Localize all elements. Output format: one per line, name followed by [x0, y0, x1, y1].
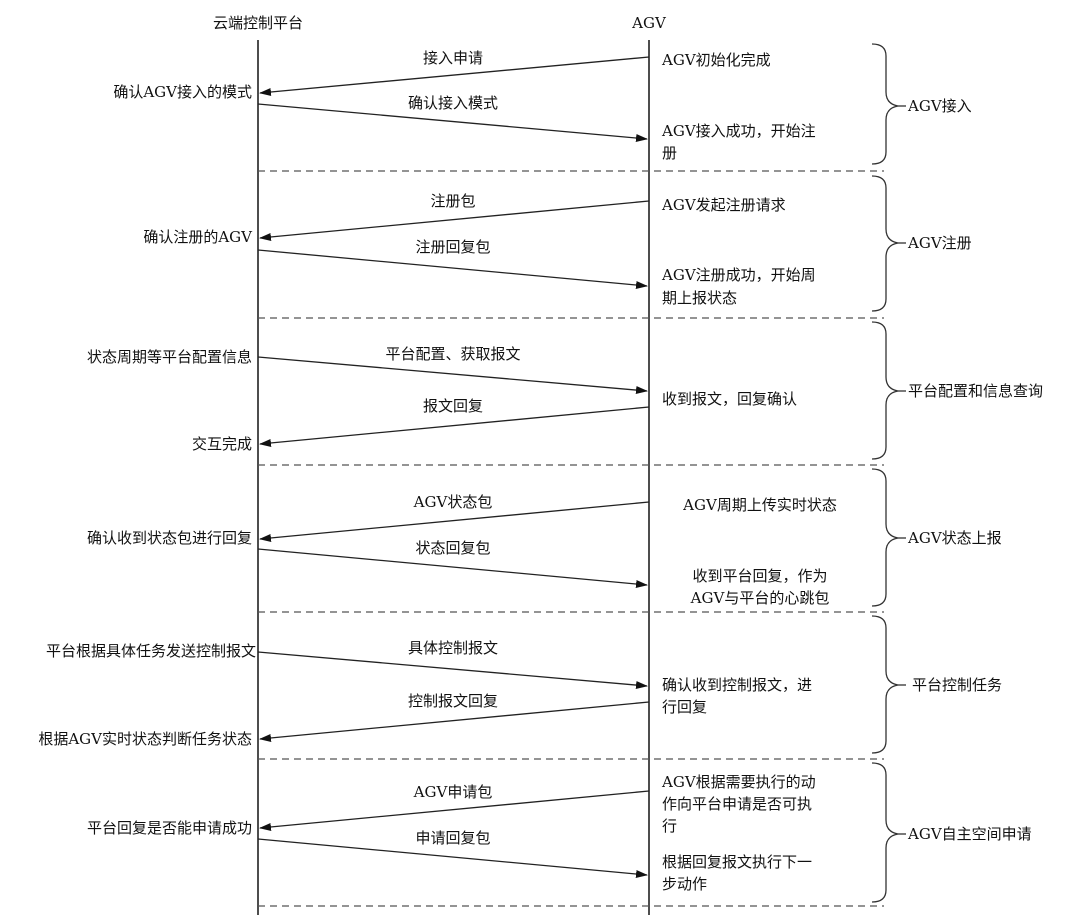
phase-label: 平台配置和信息查询 [908, 382, 1043, 400]
agv-note: AGV根据需要执行的动 [661, 773, 816, 791]
agv-note: AGV初始化完成 [661, 51, 771, 69]
phase-agv-register: 注册包 注册回复包 确认注册的AGV AGV发起注册请求 AGV注册成功，开始周… [143, 175, 972, 312]
message-label: 报文回复 [423, 397, 483, 415]
platform-note: 根据AGV实时状态判断任务状态 [38, 730, 252, 748]
phase-brace [871, 762, 899, 903]
phase-agv-space-request: AGV申请包 申请回复包 平台回复是否能申请成功 AGV根据需要执行的动 作向平… [87, 762, 1032, 903]
phase-brace [871, 43, 899, 165]
agv-note: 步动作 [662, 875, 707, 893]
message-label: 注册包 [430, 192, 475, 210]
message-arrow [259, 790, 650, 831]
message-arrow [257, 103, 648, 142]
message-label: 注册回复包 [415, 238, 490, 256]
phase-label: AGV自主空间申请 [907, 825, 1032, 843]
phase-brace [871, 175, 899, 312]
platform-note: 确认AGV接入的模式 [113, 83, 252, 101]
agv-note: 册 [662, 144, 677, 162]
platform-note: 平台回复是否能申请成功 [87, 819, 252, 837]
message-arrow [257, 651, 648, 690]
message-arrow [259, 406, 650, 447]
message-label: 平台配置、获取报文 [385, 345, 520, 363]
agv-note: 行回复 [662, 698, 707, 716]
phase-label: AGV接入 [907, 97, 972, 115]
message-arrow [259, 501, 650, 542]
message-arrow [259, 56, 650, 96]
phase-brace [871, 321, 899, 460]
message-label: 申请回复包 [415, 829, 490, 847]
participant-platform-label: 云端控制平台 [213, 14, 303, 32]
phase-label: AGV注册 [907, 234, 972, 252]
platform-note: 平台根据具体任务发送控制报文 [46, 642, 256, 660]
message-label: 接入申请 [423, 49, 483, 67]
agv-note: 收到平台回复，作为 [692, 567, 827, 585]
platform-note: 状态周期等平台配置信息 [87, 348, 252, 366]
platform-note: 确认注册的AGV [143, 228, 253, 246]
phase-platform-config: 平台配置、获取报文 报文回复 状态周期等平台配置信息 交互完成 收到报文，回复确… [87, 321, 1043, 460]
phase-brace [871, 615, 899, 754]
message-arrow [259, 200, 650, 241]
participant-agv-label: AGV [631, 14, 667, 32]
platform-note: 确认收到状态包进行回复 [87, 529, 252, 547]
agv-note: AGV与平台的心跳包 [690, 589, 830, 607]
agv-note: AGV周期上传实时状态 [682, 496, 837, 514]
agv-note: 行 [662, 817, 677, 835]
message-arrow [257, 249, 648, 289]
agv-note: 收到报文，回复确认 [662, 390, 797, 408]
message-label: 状态回复包 [415, 539, 490, 557]
agv-note: AGV接入成功，开始注 [661, 122, 816, 140]
agv-note: 确认收到控制报文，进 [662, 676, 812, 694]
phase-label: AGV状态上报 [907, 529, 1002, 547]
phase-agv-status: AGV状态包 状态回复包 确认收到状态包进行回复 AGV周期上传实时状态 收到平… [87, 468, 1002, 607]
message-label: 控制报文回复 [408, 692, 498, 710]
message-label: 具体控制报文 [408, 639, 498, 657]
phase-platform-control: 具体控制报文 控制报文回复 平台根据具体任务发送控制报文 根据AGV实时状态判断… [38, 615, 1002, 754]
message-arrow [257, 548, 648, 588]
phase-separators [258, 170, 884, 907]
platform-note: 交互完成 [192, 435, 252, 453]
agv-note: AGV发起注册请求 [661, 196, 786, 214]
agv-note: 期上报状态 [662, 289, 737, 307]
phase-label: 平台控制任务 [912, 676, 1002, 694]
phase-agv-access: 接入申请 确认接入模式 确认AGV接入的模式 AGV初始化完成 AGV接入成功，… [113, 43, 972, 165]
phase-brace [871, 468, 899, 607]
message-label: AGV申请包 [413, 783, 493, 801]
message-arrow [259, 701, 650, 742]
message-arrow [257, 356, 648, 395]
message-arrow [257, 838, 648, 878]
agv-note: 作向平台申请是否可执 [662, 795, 812, 813]
message-label: 确认接入模式 [408, 94, 498, 112]
message-label: AGV状态包 [413, 493, 493, 511]
agv-note: 根据回复报文执行下一 [662, 853, 812, 871]
agv-note: AGV注册成功，开始周 [661, 266, 816, 284]
